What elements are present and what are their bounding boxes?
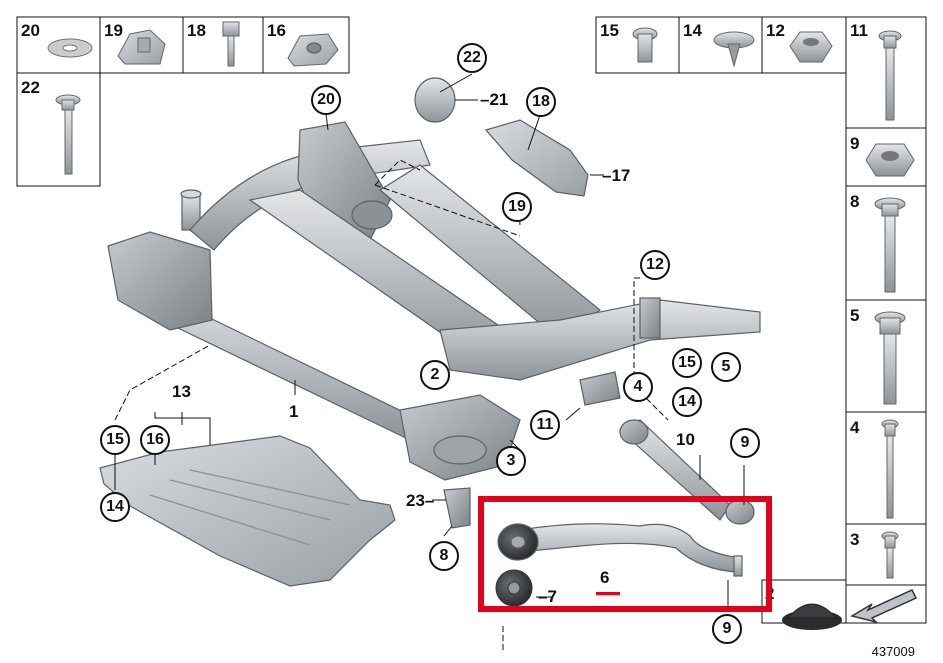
- callout-5: 5: [711, 352, 741, 382]
- label-cross-tube: 1: [289, 402, 299, 421]
- label-tie-rod: 10: [676, 430, 695, 449]
- callout-20: 20: [311, 85, 341, 115]
- callout-4: 4: [623, 372, 653, 402]
- diagram-id: 437009: [871, 644, 915, 659]
- callout-12: 12: [640, 250, 670, 280]
- cell-label-hex-bolt: 5: [850, 306, 860, 325]
- bolt-11-icon: [878, 30, 902, 121]
- bolt-3-icon: [881, 531, 899, 579]
- bolt-8-icon: [874, 197, 906, 293]
- cap-2-icon: [782, 603, 842, 630]
- callout-15-left: 15: [100, 425, 130, 455]
- cell-label-bolt-washer: 22: [21, 78, 40, 97]
- label-bracket: 23–: [406, 491, 435, 510]
- rivet-nut-15-icon: [632, 27, 658, 63]
- nut-12-icon: [789, 31, 833, 63]
- label-bushing-number: 7: [547, 587, 557, 606]
- nut-9-icon: [865, 143, 915, 177]
- top-left-parts-table: [16, 16, 350, 187]
- bolt-5-icon: [874, 311, 906, 405]
- cell-label-thin-bolt: 4: [850, 418, 860, 437]
- bolt-18-icon: [222, 21, 240, 67]
- callout-14-right: 14: [672, 387, 702, 417]
- label-bracket-number: 23: [406, 491, 425, 510]
- washer-20-icon: [47, 38, 93, 58]
- bolt-22-icon: [55, 94, 81, 175]
- clip-14-icon: [713, 31, 755, 68]
- callout-19: 19: [502, 192, 532, 222]
- label-rubber-mount-number: 21: [489, 90, 509, 109]
- label-heat-shield-number: 17: [611, 166, 631, 185]
- highlight-box: [478, 496, 772, 612]
- cell-label-nut-plate: 16: [267, 21, 286, 40]
- cell-label-flange-bolt: 8: [850, 192, 860, 211]
- callout-3: 3: [496, 446, 526, 476]
- callout-15-right: 15: [672, 348, 702, 378]
- cell-label-rivet-nut: 15: [600, 21, 619, 40]
- callout-9-lower: 9: [712, 614, 742, 644]
- cell-label-long-bolt: 11: [850, 21, 868, 40]
- callout-14-left: 14: [100, 492, 130, 522]
- label-rubber-mount: –21: [480, 90, 509, 109]
- label-wishbone: 6: [600, 568, 610, 587]
- cell-label-washer: 20: [21, 21, 40, 40]
- bolt-4-icon: [881, 419, 899, 519]
- underbody-guard: [99, 435, 396, 587]
- clip-19-icon: [117, 29, 166, 65]
- cell-label-clip-nut: 14: [683, 21, 702, 40]
- callout-2: 2: [420, 360, 450, 390]
- front-axle-subframe: [107, 77, 761, 529]
- cell-label-collar-nut: 9: [850, 134, 860, 153]
- cell-label-short-bolt: 3: [850, 530, 860, 549]
- bushing-7: [495, 569, 533, 607]
- cell-label-hex-nut: 12: [766, 21, 785, 40]
- wishbone-label-underline: [596, 592, 620, 595]
- label-heat-shield: –17: [602, 166, 631, 185]
- cell-label-bolt-small: 18: [187, 21, 206, 40]
- callout-22: 22: [457, 43, 487, 73]
- label-bushing: –7: [538, 587, 557, 606]
- callout-11: 11: [530, 410, 560, 440]
- callout-16: 16: [140, 425, 170, 455]
- callout-18: 18: [526, 87, 556, 117]
- cell-label-clip: 19: [104, 21, 123, 40]
- callout-8: 8: [429, 541, 459, 571]
- nut-plate-16-icon: [287, 33, 339, 67]
- callout-9-upper: 9: [730, 428, 760, 458]
- orientation-arrow-icon: [845, 584, 927, 624]
- label-underbody-guard: 13: [172, 382, 191, 401]
- wishbone-6: [497, 523, 743, 577]
